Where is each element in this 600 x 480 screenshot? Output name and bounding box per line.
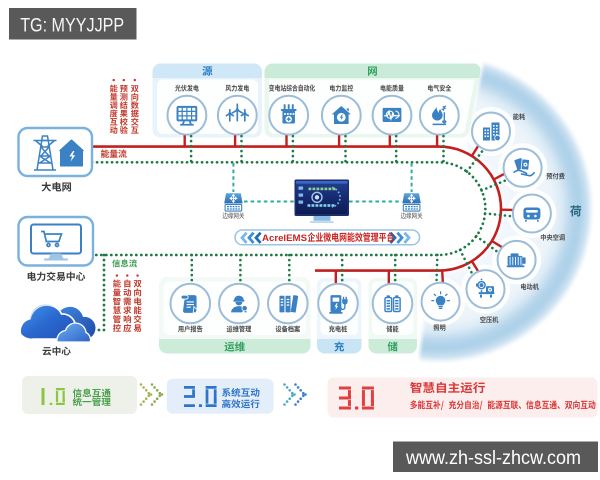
svg-text:TG: MYYJJPP: TG: MYYJJPP: [20, 15, 124, 36]
svg-text:AcrelEMS: AcrelEMS: [262, 233, 307, 244]
svg-text:www.zh-ssl-zhcw.com: www.zh-ssl-zhcw.com: [405, 448, 581, 469]
